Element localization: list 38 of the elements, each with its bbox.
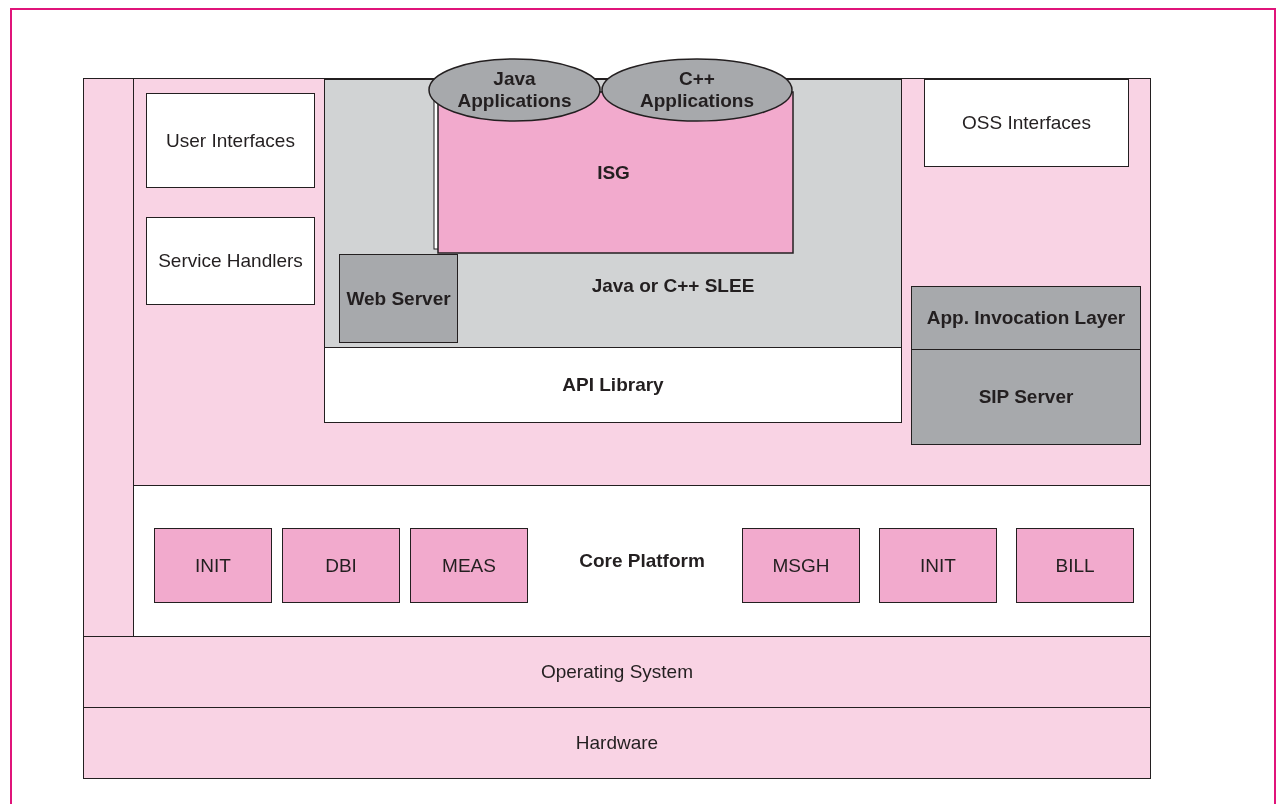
layer-box — [911, 349, 1141, 445]
layer-label: API Library — [562, 374, 664, 396]
layer-box — [1016, 528, 1134, 603]
layer-label: Service Handlers — [158, 250, 303, 272]
layer-label: App. Invocation Layer — [926, 307, 1126, 329]
ellipse-node — [428, 58, 601, 122]
layer-panel — [83, 78, 134, 637]
layer-label: BILL — [1055, 554, 1095, 577]
layer-box — [83, 636, 1151, 708]
layer-box — [324, 347, 902, 423]
layer-label: User Interfaces — [166, 129, 295, 152]
layer-box — [154, 528, 272, 603]
layer-label: C++ Applications — [639, 68, 755, 112]
layer-box — [282, 528, 400, 603]
layer-label: Core Platform — [579, 550, 705, 572]
layer-label: INIT — [195, 554, 231, 577]
layer-label: Web Server — [346, 287, 451, 310]
layer-label: SIP Server — [978, 386, 1074, 408]
layer-box — [879, 528, 997, 603]
layer-box — [339, 254, 458, 343]
layer-box — [742, 528, 860, 603]
ellipse-node — [601, 58, 793, 122]
layer-label: MSGH — [772, 554, 830, 577]
layer-label: Java or C++ SLEE — [590, 275, 755, 299]
layer-box — [911, 286, 1141, 350]
layer-label: INIT — [920, 554, 956, 577]
layer-label: Java Applications — [456, 68, 573, 112]
layer-label: Hardware — [575, 732, 659, 754]
layer-box — [146, 217, 315, 305]
layer-label: MEAS — [442, 554, 496, 577]
layer-label: Operating System — [540, 661, 694, 683]
layer-box — [410, 528, 528, 603]
layer-label: DBI — [325, 554, 357, 577]
layer-box — [924, 79, 1129, 167]
layer-label: ISG — [597, 161, 630, 184]
layer-box — [146, 93, 315, 188]
layer-label: OSS Interfaces — [962, 112, 1091, 134]
layer-box — [83, 707, 1151, 779]
